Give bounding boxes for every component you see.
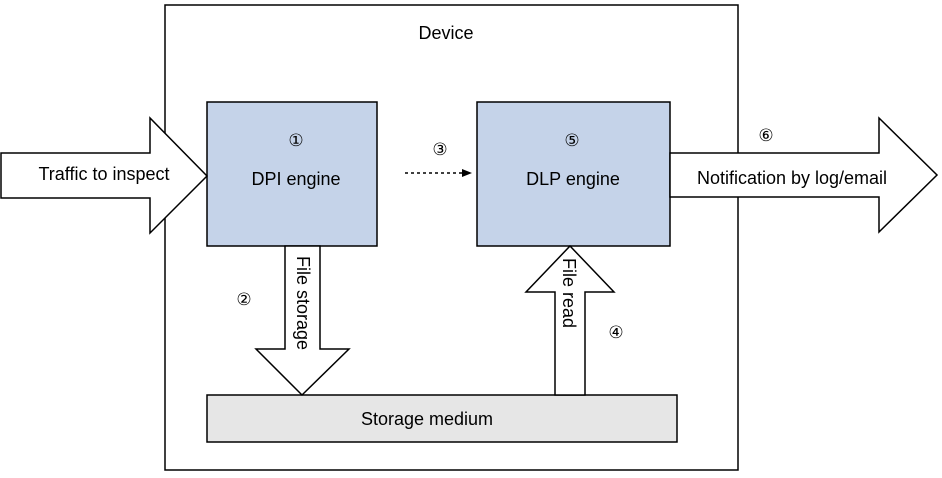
file-storage-arrow (254, 245, 351, 397)
file-read-marker: ④ (608, 323, 623, 343)
file-read-label: File read (559, 258, 579, 328)
dlp-engine-box (476, 101, 671, 247)
transfer-marker: ③ (432, 140, 447, 160)
notification-marker: ⑥ (758, 126, 773, 146)
file-read-arrow (524, 244, 616, 396)
dpi-engine-box (206, 101, 378, 247)
dpi-engine-label: DPI engine (251, 169, 340, 189)
dlp-marker: ⑤ (564, 131, 579, 151)
notification-label: Notification by log/email (697, 168, 887, 188)
storage-medium-box (206, 394, 678, 443)
storage-medium-label: Storage medium (361, 409, 493, 429)
traffic-label: Traffic to inspect (38, 164, 169, 184)
file-storage-label: File storage (293, 256, 313, 350)
dlp-engine-label: DLP engine (526, 169, 620, 189)
file-storage-marker: ② (236, 290, 251, 310)
dpi-marker: ① (288, 131, 303, 151)
traffic-in-arrow (0, 116, 209, 235)
device-label: Device (418, 23, 473, 43)
notification-arrow (669, 116, 939, 234)
